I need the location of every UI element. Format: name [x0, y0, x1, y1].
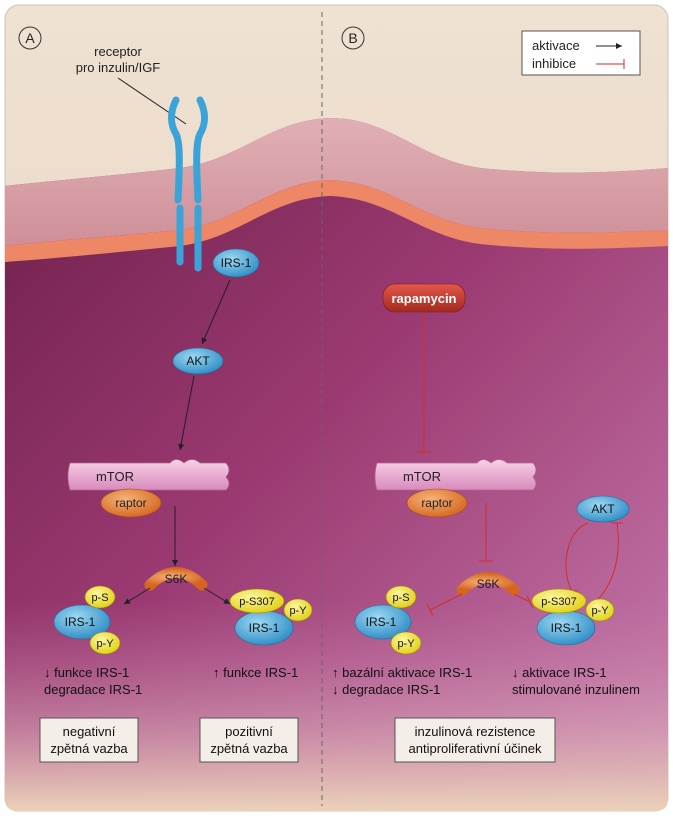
- irs1-label: IRS-1: [221, 256, 252, 270]
- positive-feedback-box: pozitivní zpětná vazba: [199, 717, 299, 763]
- s6k-node-b: S6K: [456, 572, 520, 596]
- py-label: p-Y: [591, 605, 609, 617]
- insulin-resistance-line2: antiproliferativní účinek: [409, 741, 542, 756]
- receptor-label-line2: pro inzulin/IGF: [76, 60, 161, 75]
- arrow-s6k-irs1-positive: [203, 587, 231, 605]
- irs1-phospho-cluster-a-right: IRS-1 p-S307 p-Y: [229, 588, 313, 646]
- akt-node-b: AKT: [576, 495, 630, 523]
- positive-feedback-line1: pozitivní: [225, 724, 273, 739]
- mtor-label-a: mTOR: [96, 469, 134, 484]
- membrane-outer: [5, 118, 668, 246]
- rapamycin-node: rapamycin: [382, 283, 466, 313]
- ps307-label: p-S307: [541, 596, 576, 608]
- s6k-label-a: S6K: [165, 572, 188, 586]
- irs1-phospho-cluster-b-right: IRS-1 p-S307 p-Y: [531, 588, 615, 646]
- membrane-inner: [5, 180, 668, 262]
- legend-inhibition-label: inhibice: [532, 56, 576, 71]
- effect-b-right-line2: stimulované inzulinem: [512, 682, 640, 697]
- effect-b-right-line1: ↓ aktivace IRS-1: [512, 665, 607, 680]
- s6k-label-b: S6K: [477, 577, 500, 591]
- panel-b-badge: B: [341, 26, 365, 50]
- py-label: p-Y: [397, 638, 415, 650]
- py-label: p-Y: [96, 638, 114, 650]
- ps-label: p-S: [91, 592, 108, 604]
- raptor-node-a: [100, 488, 162, 518]
- inhibit-s6k-ps307: [513, 593, 531, 603]
- irs1-label: IRS-1: [65, 615, 96, 629]
- mtor-complex-b: mTOR raptor: [374, 459, 537, 518]
- rapamycin-label: rapamycin: [391, 291, 456, 306]
- negative-feedback-line1: negativní: [63, 724, 116, 739]
- inhibit-s6k-irs1-left: [429, 593, 463, 611]
- irs1-label: IRS-1: [366, 615, 397, 629]
- negative-feedback-line2: zpětná vazba: [50, 741, 128, 756]
- irs1-phospho-cluster-a-left: IRS-1 p-S p-Y: [53, 585, 121, 655]
- effect-a-right-line1: ↑ funkce IRS-1: [213, 665, 298, 680]
- legend-activation-label: aktivace: [532, 38, 580, 53]
- raptor-label-b: raptor: [421, 496, 452, 510]
- negative-feedback-box: negativní zpětná vazba: [39, 717, 139, 763]
- effect-a-left-line1: ↓ funkce IRS-1: [44, 665, 129, 680]
- arrow-s6k-irs1-negative: [123, 587, 151, 605]
- arrow-irs1-akt: [201, 279, 231, 345]
- raptor-label-a: raptor: [115, 496, 146, 510]
- legend: aktivace inhibice: [521, 30, 641, 76]
- inhibit-akt-ps307: [565, 522, 589, 592]
- irs1-label: IRS-1: [249, 621, 280, 635]
- effect-a-left-line2: degradace IRS-1: [44, 682, 142, 697]
- receptor-label-line1: receptor: [94, 44, 142, 59]
- effect-b-left-line2: ↓ degradace IRS-1: [332, 682, 440, 697]
- panel-a-badge: A: [18, 26, 42, 50]
- arrow-akt-mtor: [178, 375, 195, 451]
- ps307-label: p-S307: [239, 596, 274, 608]
- py-label: p-Y: [289, 605, 307, 617]
- panel-a-letter: A: [25, 30, 35, 46]
- insulin-receptor: [168, 96, 208, 272]
- positive-feedback-line2: zpětná vazba: [210, 741, 288, 756]
- akt-node-a: AKT: [172, 347, 224, 375]
- mtor-complex-a: mTOR raptor: [67, 459, 230, 518]
- mtor-label-b: mTOR: [403, 469, 441, 484]
- akt-label: AKT: [591, 502, 615, 516]
- s6k-node-a: S6K: [144, 567, 208, 591]
- insulin-resistance-line1: inzulinová rezistence: [415, 724, 536, 739]
- panel-b-letter: B: [348, 30, 357, 46]
- effect-b-left-line1: ↑ bazální aktivace IRS-1: [332, 665, 472, 680]
- raptor-node-b: [406, 488, 468, 518]
- insulin-resistance-box: inzulinová rezistence antiproliferativní…: [394, 717, 556, 763]
- akt-label: AKT: [186, 354, 210, 368]
- ps-label: p-S: [392, 592, 409, 604]
- irs1-phospho-cluster-b-left: IRS-1 p-S p-Y: [354, 585, 422, 655]
- irs1-node-a: IRS-1: [212, 248, 260, 278]
- irs1-label: IRS-1: [551, 621, 582, 635]
